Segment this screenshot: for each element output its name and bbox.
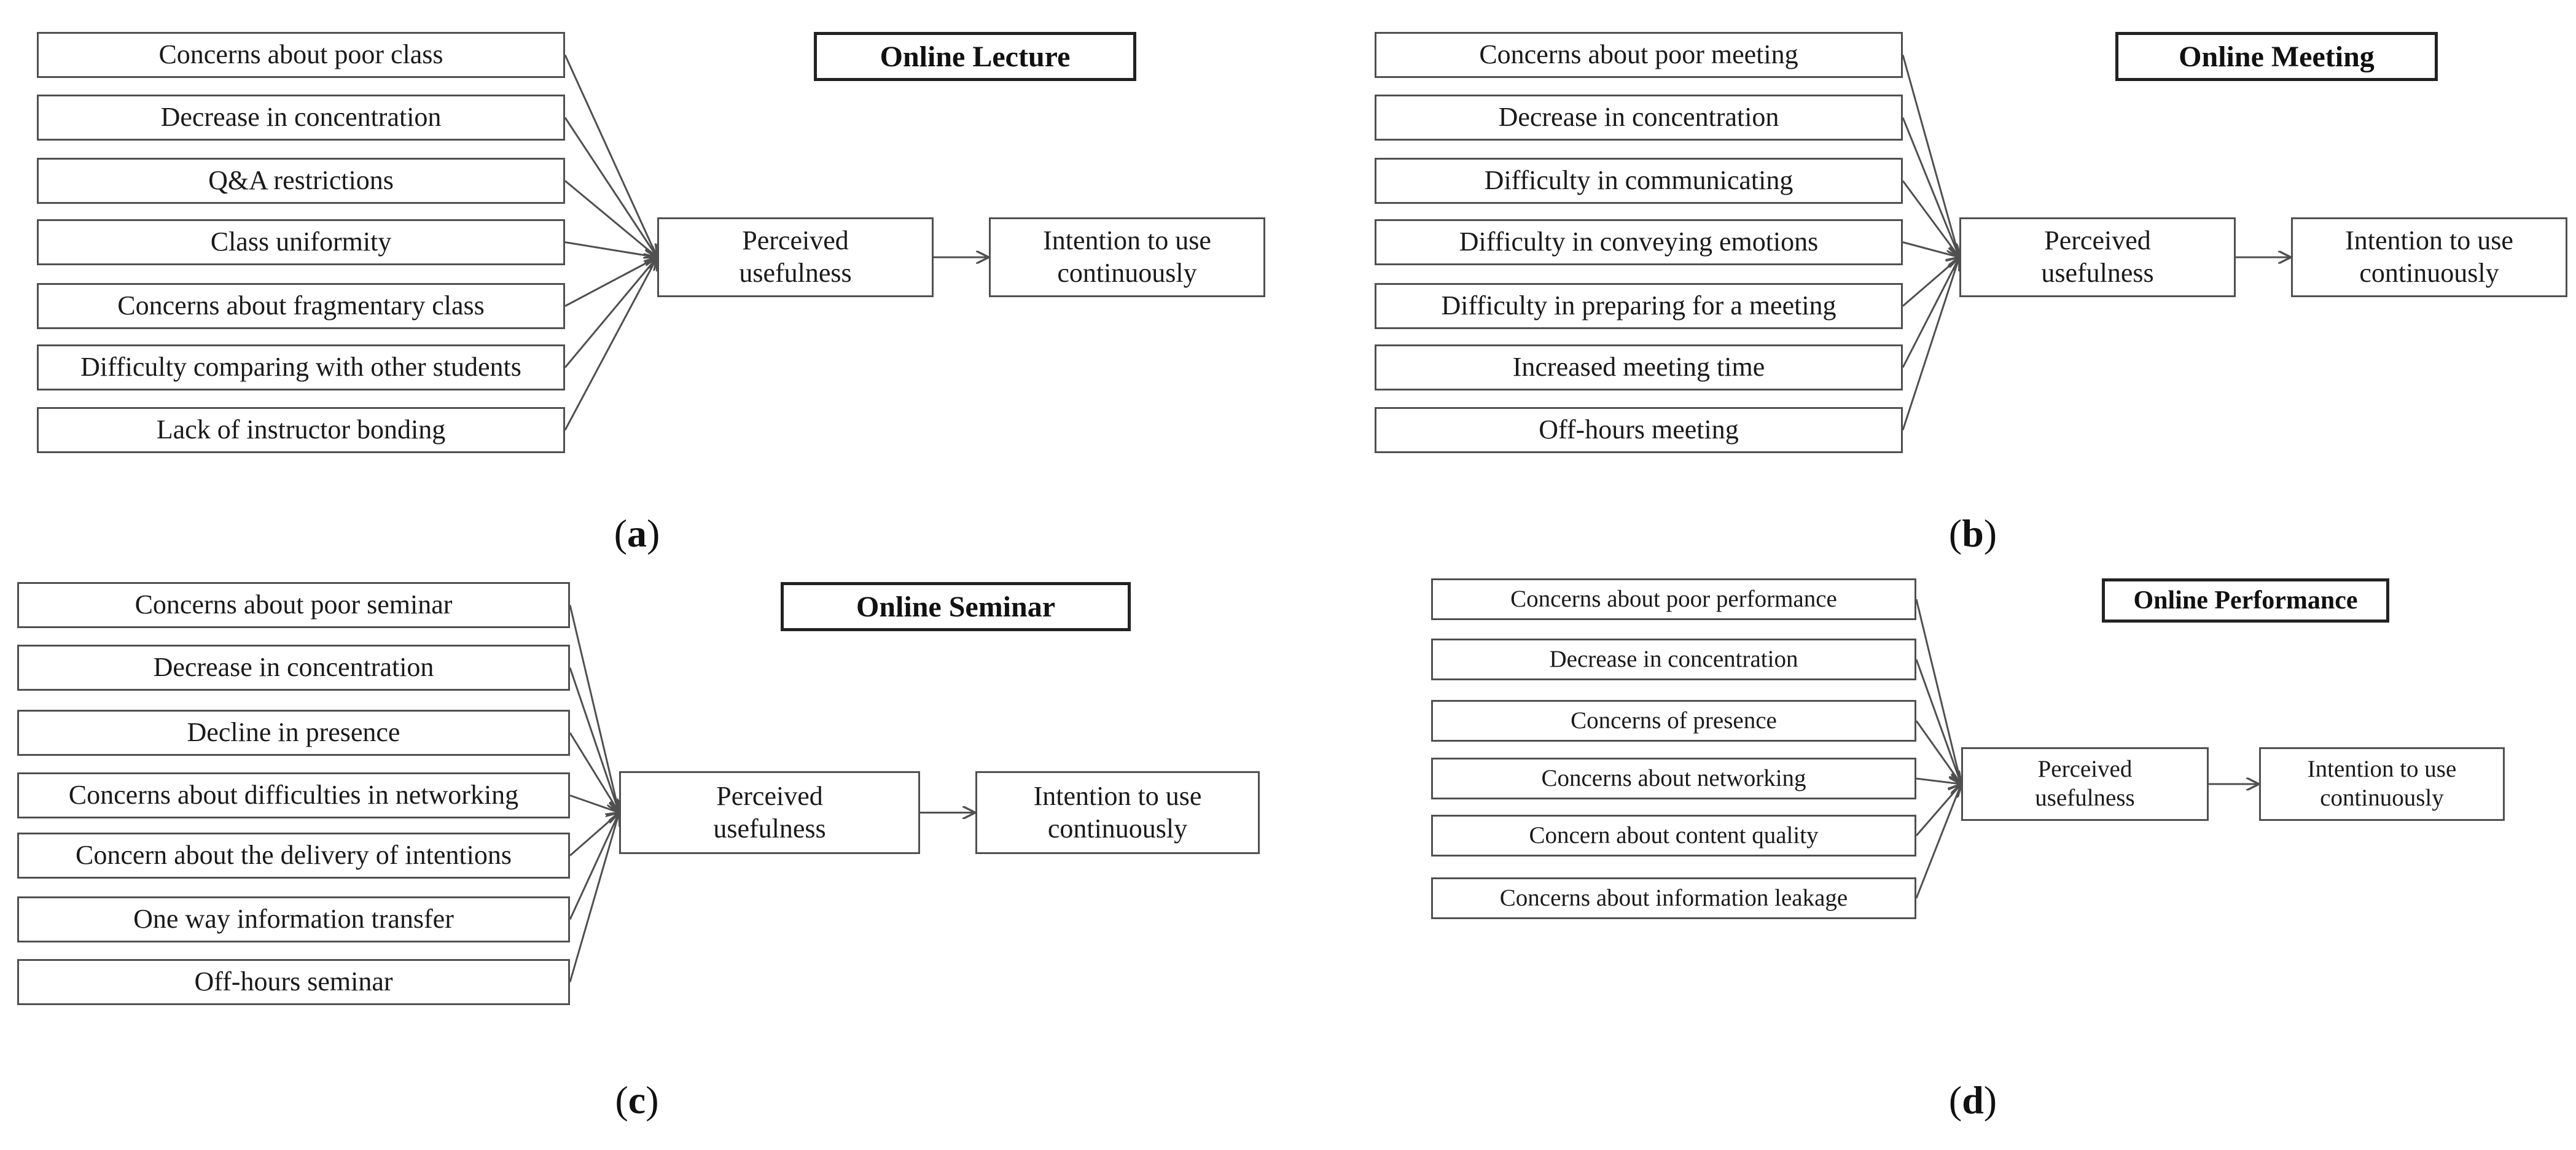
factor-arrow — [569, 813, 619, 982]
factor-box: Concerns of presence — [1431, 700, 1916, 742]
factor-arrow — [564, 117, 657, 258]
factor-box: One way information transfer — [17, 896, 570, 942]
factor-box: Difficulty in preparing for a meeting — [1375, 283, 1903, 329]
factor-arrow — [1902, 257, 1959, 430]
factor-arrow — [1915, 720, 1961, 784]
factor-box: Concerns about difficulties in networkin… — [17, 772, 570, 818]
factor-box: Off-hours meeting — [1375, 407, 1903, 453]
perceived-usefulness-box: Perceived usefulness — [1959, 217, 2236, 297]
connectors — [564, 54, 989, 431]
factor-box: Class uniformity — [37, 219, 565, 265]
factor-box: Decrease in concentration — [37, 95, 565, 141]
panel-caption: (c) — [615, 1078, 659, 1122]
factor-box: Concerns about fragmentary class — [37, 283, 565, 329]
panel-caption-letter: a — [627, 511, 647, 555]
factor-arrow — [1915, 659, 1961, 784]
factor-box: Concerns about information leakage — [1431, 877, 1916, 919]
factor-arrow — [1902, 241, 1959, 258]
factor-arrow — [569, 732, 619, 813]
perceived-usefulness-box: Perceived usefulness — [657, 217, 934, 297]
factor-arrow — [564, 241, 657, 258]
factor-arrow — [1915, 784, 1961, 899]
intention-to-use-box: Intention to use continuously — [2259, 747, 2505, 821]
factor-box: Decrease in concentration — [1431, 639, 1916, 680]
panel-caption-letter: b — [1962, 511, 1984, 555]
factor-box: Concerns about poor performance — [1431, 578, 1916, 620]
panel-title: Online Seminar — [781, 582, 1131, 631]
intention-to-use-box: Intention to use continuously — [989, 217, 1265, 297]
factor-box: Difficulty comparing with other students — [37, 344, 565, 390]
factor-arrow — [1916, 779, 1961, 784]
panel-caption: (d) — [1948, 1078, 1997, 1122]
factor-box: Decline in presence — [17, 710, 570, 756]
factor-arrow — [1902, 180, 1959, 258]
factor-box: Increased meeting time — [1375, 344, 1903, 390]
factor-box: Lack of instructor bonding — [37, 407, 565, 453]
connectors — [1915, 599, 2259, 899]
factor-arrow — [569, 813, 619, 857]
panel-caption-letter: d — [1962, 1078, 1984, 1122]
intention-to-use-box: Intention to use continuously — [2291, 217, 2567, 297]
factor-box: Concern about the delivery of intentions — [17, 833, 570, 879]
intention-to-use-box: Intention to use continuously — [975, 771, 1260, 854]
panel-caption-letter: c — [628, 1078, 646, 1122]
factor-box: Concerns about poor meeting — [1375, 32, 1903, 78]
panel-title: Online Performance — [2102, 578, 2389, 623]
panel-title: Online Meeting — [2115, 32, 2438, 81]
factor-arrow — [1902, 55, 1959, 258]
factor-arrow — [564, 180, 657, 258]
factor-box: Concerns about poor seminar — [17, 582, 570, 628]
panel-caption: (b) — [1948, 511, 1997, 555]
factor-box: Decrease in concentration — [17, 645, 570, 691]
factor-arrow — [569, 667, 619, 813]
factor-box: Difficulty in conveying emotions — [1375, 219, 1903, 265]
connectors — [1902, 55, 2291, 430]
perceived-usefulness-box: Perceived usefulness — [1961, 747, 2209, 821]
factor-arrow — [569, 605, 619, 813]
factor-arrow — [1915, 784, 1961, 836]
factor-arrow — [564, 257, 657, 431]
panel-title: Online Lecture — [814, 32, 1136, 81]
factor-box: Concern about content quality — [1431, 815, 1916, 857]
factor-arrow — [1902, 117, 1959, 258]
panel-caption: (a) — [614, 511, 660, 555]
factor-arrow — [564, 257, 657, 368]
factor-box: Difficulty in communicating — [1375, 158, 1903, 204]
factor-arrow — [569, 813, 619, 920]
factor-arrow — [564, 54, 657, 258]
factor-arrow — [1915, 599, 1961, 784]
factor-box: Concerns about poor class — [37, 32, 565, 78]
perceived-usefulness-box: Perceived usefulness — [619, 771, 920, 854]
factor-box: Decrease in concentration — [1375, 95, 1903, 141]
factor-arrow — [1902, 257, 1959, 368]
factor-box: Off-hours seminar — [17, 959, 570, 1005]
factor-box: Concerns about networking — [1431, 758, 1916, 799]
factor-box: Q&A restrictions — [37, 158, 565, 204]
factor-arrow — [569, 795, 619, 813]
connectors — [569, 605, 975, 982]
factor-arrow — [564, 257, 657, 307]
